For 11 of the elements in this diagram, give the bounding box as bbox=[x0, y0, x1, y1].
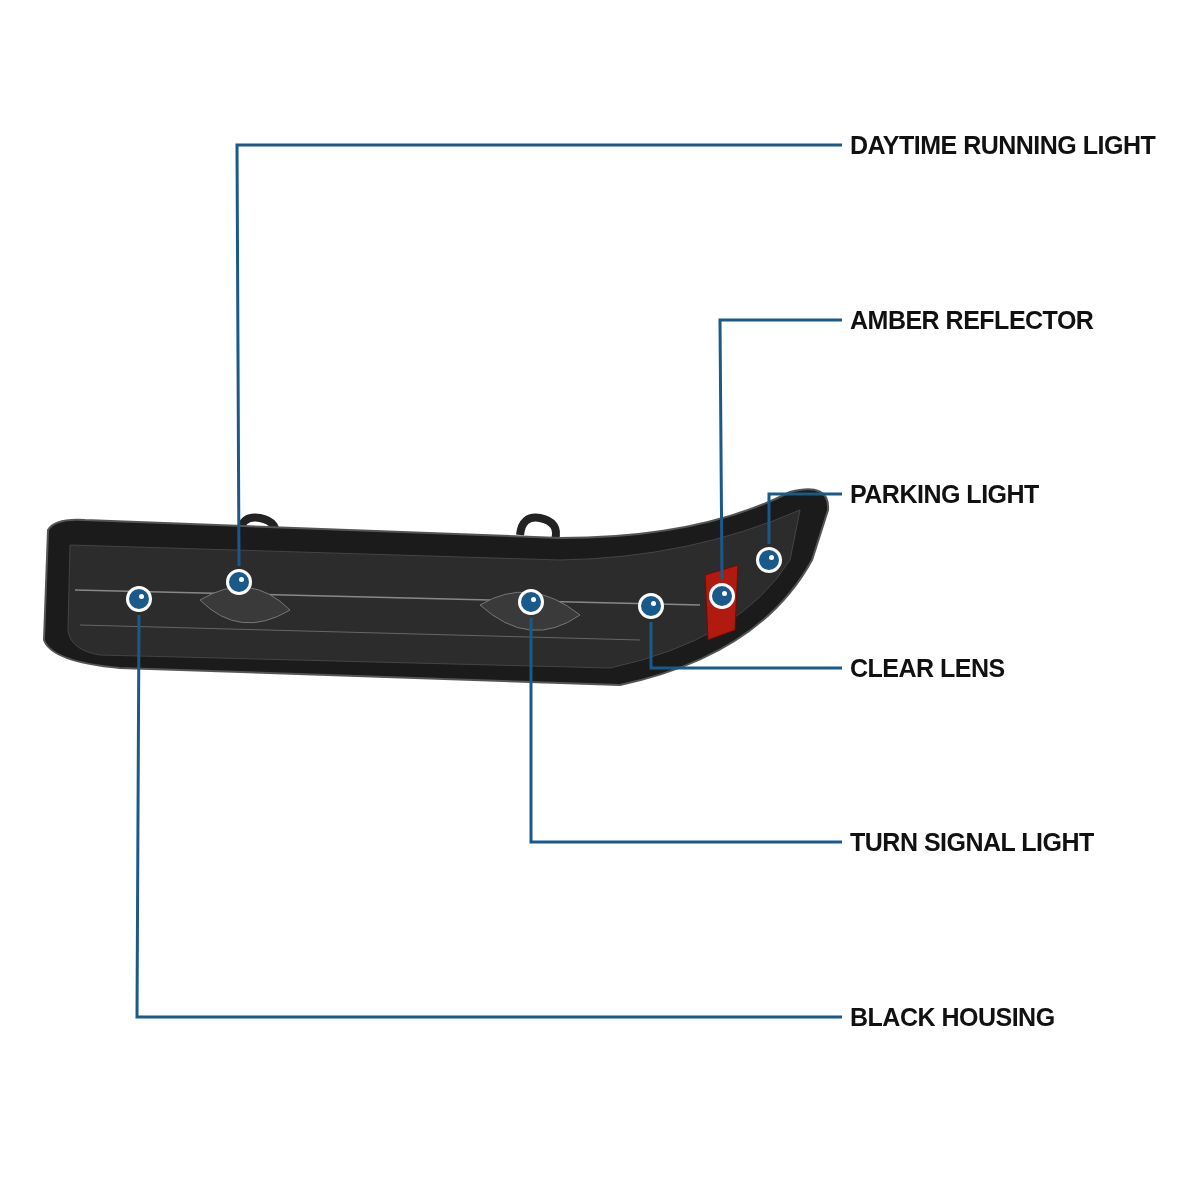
callout-label: DAYTIME RUNNING LIGHT bbox=[850, 130, 1156, 160]
leader-line bbox=[235, 143, 842, 566]
callout-label: TURN SIGNAL LIGHT bbox=[850, 827, 1094, 857]
leader-line bbox=[529, 618, 842, 844]
callout-label: AMBER REFLECTOR bbox=[850, 305, 1094, 335]
callout-label: PARKING LIGHT bbox=[850, 479, 1039, 509]
leader-line bbox=[649, 622, 842, 670]
callout-label: CLEAR LENS bbox=[850, 653, 1005, 683]
callout-label: BLACK HOUSING bbox=[850, 1002, 1055, 1032]
leader-line bbox=[718, 318, 842, 580]
leader-line bbox=[135, 615, 842, 1019]
